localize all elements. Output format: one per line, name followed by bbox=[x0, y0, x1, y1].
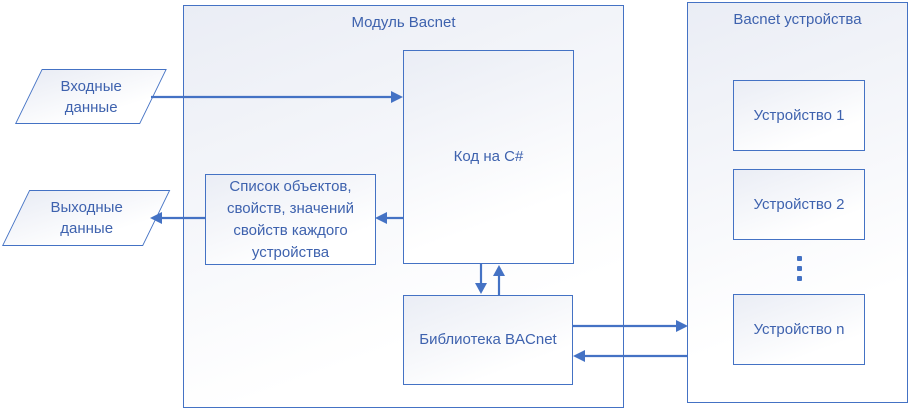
input-data-label: Входные данные bbox=[60, 77, 122, 116]
bacnet-devices-title: Bacnet устройства bbox=[733, 11, 862, 28]
device-2-box: Устройство 2 bbox=[733, 169, 865, 240]
output-data-label: Выходные данные bbox=[50, 199, 123, 237]
bacnet-library-label: Библиотека BACnet bbox=[419, 331, 557, 348]
vertical-ellipsis-icon bbox=[797, 256, 802, 281]
output-data-parallelogram: Выходные данные bbox=[2, 190, 171, 246]
device-n-box: Устройство n bbox=[733, 294, 865, 365]
module-bacnet-title: Модуль Bacnet bbox=[351, 14, 456, 31]
device-1-box: Устройство 1 bbox=[733, 80, 865, 151]
objects-list-box: Список объектов, свойств, значений свойс… bbox=[205, 174, 376, 265]
device-1-label: Устройство 1 bbox=[753, 106, 845, 124]
objects-list-label: Список объектов, свойств, значений свойс… bbox=[226, 177, 355, 261]
input-data-parallelogram: Входные данные bbox=[15, 69, 167, 124]
code-csharp-label: Код на C# bbox=[453, 148, 524, 165]
bacnet-library-box: Библиотека BACnet bbox=[403, 295, 573, 385]
device-2-label: Устройство 2 bbox=[753, 195, 845, 213]
code-csharp-box: Код на C# bbox=[403, 50, 574, 264]
device-n-label: Устройство n bbox=[753, 320, 845, 338]
